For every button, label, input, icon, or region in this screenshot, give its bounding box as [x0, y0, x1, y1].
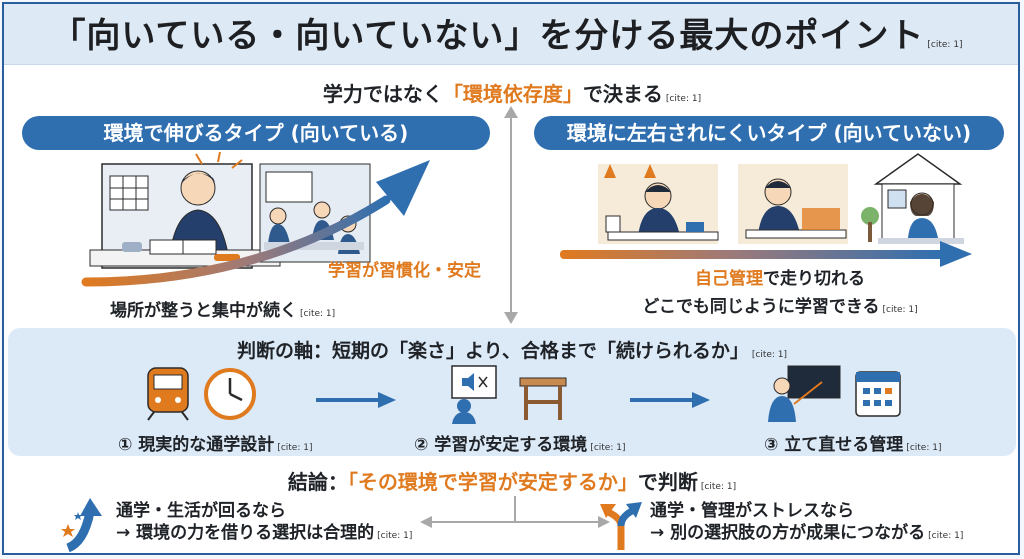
citation: [cite: 1] [751, 350, 788, 360]
right-caption-line1: 自己管理で走り切れる [560, 264, 1000, 289]
desk-icon [519, 377, 567, 420]
steady-progress-arrow [560, 241, 972, 267]
right-branch: 通学・管理がストレスなら → 別の選択肢の方が成果につながる[cite: 1] [650, 500, 963, 547]
left-branch-line2-row: → 環境の力を借りる選択は合理的[cite: 1] [116, 522, 412, 547]
quiet-sign-icon [451, 365, 497, 424]
axis-title-text: 判断の軸：短期の「楽さ」より、合格まで「続けられるか」 [236, 340, 749, 362]
citation: [cite: 1] [590, 443, 626, 453]
step-1-label: ① 現実的な通学設計[cite: 1] [118, 430, 312, 455]
citation: [cite: 1] [300, 309, 336, 319]
conclusion-after: で判断 [637, 470, 698, 494]
studying-anywhere-illustration [598, 153, 964, 244]
right-caption-line2-text: どこでも同じように学習できる [642, 297, 880, 317]
right-branch-line1: 通学・管理がストレスなら [650, 501, 854, 521]
citation: [cite: 1] [700, 482, 737, 492]
conclusion: 結論：「その環境で学習が安定するか」で判断[cite: 1] [0, 466, 1024, 495]
citation: [cite: 1] [928, 531, 964, 541]
right-branch-line2-row: → 別の選択肢の方が成果につながる[cite: 1] [650, 522, 963, 547]
branch-connector [420, 496, 610, 528]
step-arrow [630, 392, 710, 408]
citation: [cite: 1] [906, 443, 942, 453]
train-clock-icons [147, 367, 256, 421]
step-2-text: ② 学習が安定する環境 [414, 435, 588, 455]
subtitle: 学力ではなく「環境依存度」で決まる[cite: 1] [0, 78, 1024, 107]
left-branch-line2: → 環境の力を借りる選択は合理的 [116, 523, 375, 543]
step-2-label: ② 学習が安定する環境[cite: 1] [414, 430, 625, 455]
divider-arrows [504, 106, 518, 324]
train-icon [147, 367, 189, 421]
citation: [cite: 1] [377, 531, 413, 541]
left-caption-text: 場所が整うと集中が続く [110, 301, 297, 321]
left-caption: 場所が整うと集中が続く[cite: 1] [110, 296, 335, 321]
citation: [cite: 1] [665, 94, 702, 104]
right-caption-rest: で走り切れる [763, 269, 865, 289]
left-branch: 通学・生活が回るなら → 環境の力を借りる選択は合理的[cite: 1] [116, 500, 412, 547]
growth-curve-arrow [81, 160, 430, 287]
calendar-icon [855, 371, 901, 417]
conclusion-highlight: 「その環境で学習が安定するか」 [347, 470, 638, 494]
rising-stars-icon [61, 498, 102, 553]
step-arrow [316, 392, 396, 408]
clock-icon [204, 368, 256, 420]
right-branch-line2: → 別の選択肢の方が成果につながる [650, 523, 926, 543]
axis-title: 判断の軸：短期の「楽さ」より、合格まで「続けられるか」[cite: 1] [0, 336, 1024, 363]
right-type-header: 環境に左右されにくいタイプ (向いていない) [534, 116, 1004, 150]
right-caption-highlight: 自己管理 [695, 269, 763, 289]
step-3-label: ③ 立て直せる管理[cite: 1] [764, 430, 941, 455]
step-3-text: ③ 立て直せる管理 [764, 435, 904, 455]
management-icons [768, 365, 901, 422]
title-text: 「向いている・向いていない」を分ける最大のポイント [51, 16, 925, 56]
title-bar [4, 4, 1018, 65]
teacher-board-icon [768, 365, 841, 422]
step-1-text: ① 現実的な通学設計 [118, 435, 275, 455]
fork-arrow-icon [600, 502, 642, 550]
subtitle-after: で決まる [582, 82, 663, 106]
conclusion-before: 結論： [287, 470, 348, 494]
left-branch-line1: 通学・生活が回るなら [116, 501, 286, 521]
studying-at-school-illustration [89, 151, 371, 269]
citation: [cite: 1] [927, 40, 963, 50]
left-type-header: 環境で伸びるタイプ (向いている) [22, 116, 490, 150]
curve-label: 学習が習慣化・安定 [328, 261, 481, 281]
citation: [cite: 1] [882, 305, 918, 315]
subtitle-before: 学力ではなく [322, 82, 443, 106]
page-title: 「向いている・向いていない」を分ける最大のポイント[cite: 1] [0, 8, 1014, 57]
right-caption-line2: どこでも同じように学習できる[cite: 1] [560, 292, 1000, 317]
citation: [cite: 1] [277, 443, 313, 453]
subtitle-highlight: 「環境依存度」 [442, 82, 583, 106]
vertical-divider [510, 112, 512, 320]
environment-icons [451, 365, 567, 424]
